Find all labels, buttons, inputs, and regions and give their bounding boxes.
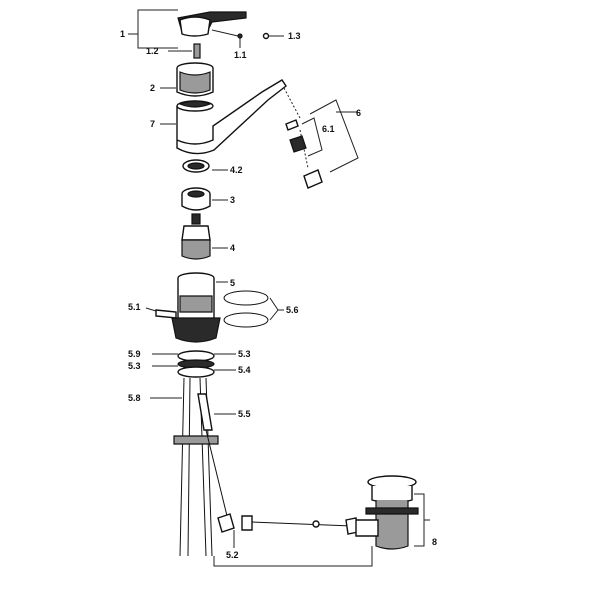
label-1: 1 [120,29,125,39]
bracket-6 [301,99,359,173]
retaining-nut-part [181,187,228,211]
cover-sleeve-part [160,62,214,97]
label-7: 7 [150,119,155,129]
label-8: 8 [432,537,437,547]
label-3: 3 [230,195,235,205]
label-6-1: 6.1 [322,124,335,134]
label-1-1: 1.1 [234,50,247,60]
label-5-4: 5.4 [238,365,251,375]
label-5-2: 5.2 [226,550,239,560]
pin-part [168,43,201,59]
label-5-6: 5.6 [286,305,299,315]
spout-body-part [160,79,287,155]
label-5-3-right: 5.3 [238,349,251,359]
pop-up-drain-part [213,475,430,567]
mounting-washers-part [152,350,236,378]
locking-ring-part [182,159,228,173]
label-5-8: 5.8 [128,393,141,403]
label-4-2: 4.2 [230,165,243,175]
label-5: 5 [230,278,235,288]
label-2: 2 [150,83,155,93]
bracket-1 [128,9,178,49]
lever-handle-part [177,11,247,37]
o-rings-part [223,290,284,328]
aerator-part [283,87,323,189]
label-1-2: 1.2 [146,46,159,56]
label-4: 4 [230,243,235,253]
label-5-5: 5.5 [238,409,251,419]
label-1-3: 1.3 [288,31,301,41]
screw-part [211,29,284,48]
label-5-3-left: 5.3 [128,361,141,371]
cartridge-part [181,213,228,260]
label-5-1: 5.1 [128,302,141,312]
lift-rod-part [197,393,236,521]
clevis-rod-part [217,513,359,548]
label-5-9: 5.9 [128,349,141,359]
set-screw-part [145,307,177,319]
label-6: 6 [356,108,361,118]
base-body-part [171,272,228,343]
